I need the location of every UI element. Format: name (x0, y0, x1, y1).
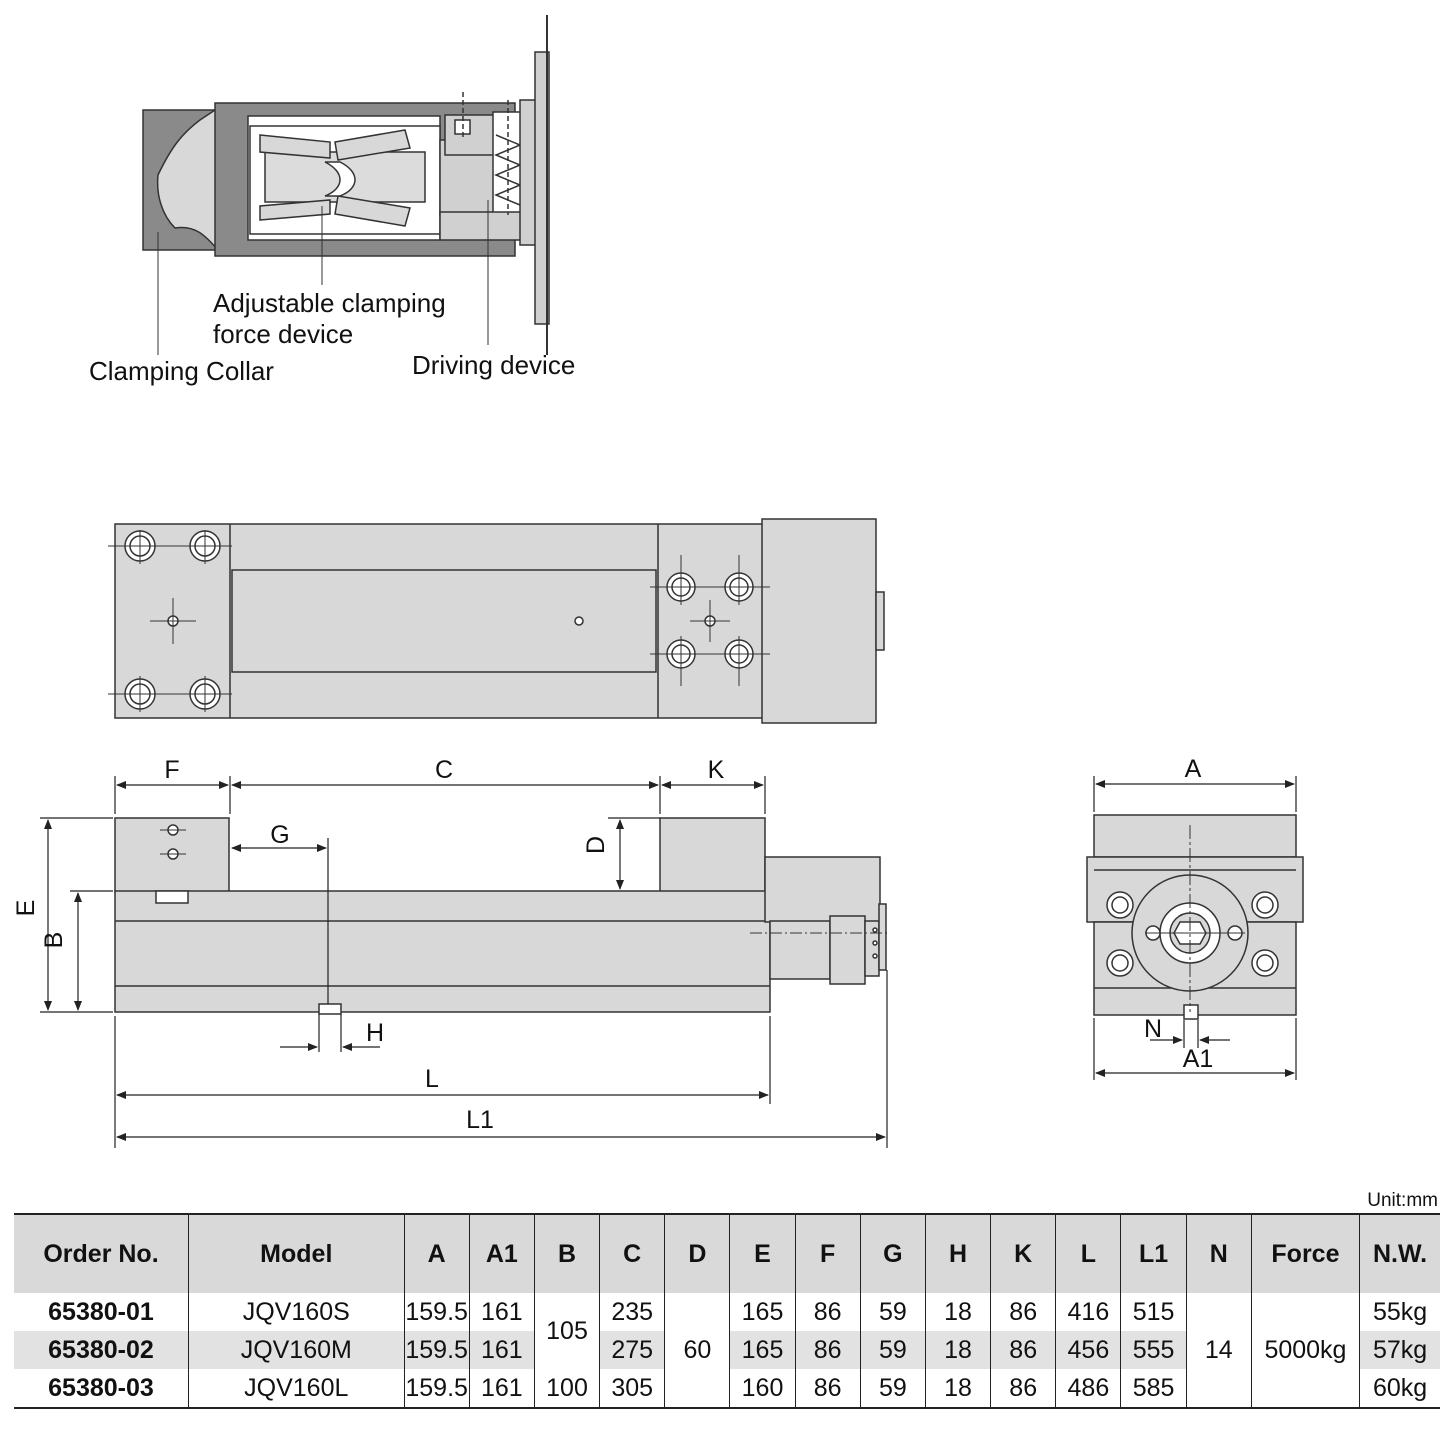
dim-F: F (164, 756, 179, 784)
cell-nw: 60kg (1359, 1369, 1440, 1408)
table-row: 65380-01 JQV160S 159.5 161 105 235 60 16… (14, 1293, 1440, 1408)
cell-L1: 555 (1120, 1331, 1187, 1369)
dimension-lines (40, 776, 1297, 1148)
dimension-labels: F C K G D E B H L L1 A N A1 (12, 755, 1213, 1134)
cell-K: 86 (990, 1369, 1057, 1408)
cell-E: 165 (729, 1293, 796, 1331)
dim-K: K (708, 756, 725, 784)
dim-L1: L1 (466, 1106, 494, 1134)
cell-E: 165 (729, 1331, 796, 1369)
cell-model: JQV160S (187, 1293, 405, 1331)
cell-B: 100 (533, 1369, 601, 1408)
section-view (142, 15, 550, 355)
header-H: H (924, 1214, 992, 1293)
cell-A: 159.5 (403, 1331, 470, 1369)
header-E: E (729, 1214, 796, 1293)
cell-A1: 161 (468, 1331, 535, 1369)
cell-A: 159.5 (403, 1369, 470, 1408)
cell-order: 65380-02 (14, 1331, 189, 1369)
table-row: 65380-02 JQV160M 159.5 161 275 165 86 59… (14, 1331, 1440, 1369)
cell-L: 486 (1055, 1369, 1122, 1408)
table-header-row: Order No. Model A A1 B C D E F G H K L L… (14, 1214, 1440, 1293)
cell-N-merged: 14 (1185, 1293, 1252, 1408)
dim-D: D (582, 836, 610, 854)
header-L: L (1055, 1214, 1122, 1293)
cell-A1: 161 (468, 1369, 535, 1408)
cell-order: 65380-01 (14, 1293, 189, 1331)
header-C: C (599, 1214, 666, 1293)
cell-A1: 161 (468, 1293, 535, 1331)
cell-C: 235 (599, 1293, 666, 1331)
header-D: D (664, 1214, 731, 1293)
spec-table: Order No. Model A A1 B C D E F G H K L L… (14, 1213, 1440, 1409)
cell-C: 305 (599, 1369, 666, 1408)
cell-H: 18 (924, 1293, 992, 1331)
dim-C: C (435, 756, 453, 784)
dim-A1: A1 (1183, 1045, 1214, 1073)
header-A1: A1 (468, 1214, 535, 1293)
dim-L: L (425, 1065, 439, 1093)
dim-A: A (1185, 755, 1202, 783)
cell-order: 65380-03 (14, 1369, 189, 1408)
cell-force-merged: 5000kg (1250, 1293, 1361, 1408)
cell-H: 18 (924, 1331, 992, 1369)
dim-G: G (270, 821, 289, 849)
header-force: Force (1250, 1214, 1361, 1293)
end-view (1086, 814, 1304, 1020)
label-clamping-collar: Clamping Collar (89, 356, 274, 386)
cell-nw: 57kg (1359, 1331, 1440, 1369)
cell-H: 18 (924, 1369, 992, 1408)
header-A: A (403, 1214, 470, 1293)
cell-A: 159.5 (403, 1293, 470, 1331)
cell-G: 59 (859, 1369, 926, 1408)
table-row: 65380-03 JQV160L 159.5 161 100 305 160 8… (14, 1369, 1440, 1408)
cell-L1: 585 (1120, 1369, 1187, 1408)
cell-L: 416 (1055, 1293, 1122, 1331)
header-model: Model (187, 1214, 405, 1293)
cell-model: JQV160L (187, 1369, 405, 1408)
header-G: G (859, 1214, 926, 1293)
header-K: K (990, 1214, 1057, 1293)
header-N: N (1185, 1214, 1252, 1293)
header-L1: L1 (1120, 1214, 1187, 1293)
cell-K: 86 (990, 1293, 1057, 1331)
cell-E: 160 (729, 1369, 796, 1408)
header-nw: N.W. (1359, 1214, 1440, 1293)
cell-F: 86 (794, 1331, 861, 1369)
unit-label: Unit:mm (1367, 1190, 1438, 1211)
label-adjustable-line2: force device (213, 319, 353, 349)
header-order-no: Order No. (14, 1214, 189, 1293)
header-F: F (794, 1214, 861, 1293)
cell-G: 59 (859, 1293, 926, 1331)
dim-H: H (366, 1019, 384, 1047)
label-adjustable-line1: Adjustable clamping (213, 288, 446, 318)
cell-K: 86 (990, 1331, 1057, 1369)
cell-B-merged: 105 (533, 1293, 601, 1369)
cell-nw: 55kg (1359, 1293, 1440, 1331)
dim-B: B (40, 932, 68, 949)
cell-C: 275 (599, 1331, 666, 1369)
cell-model: JQV160M (187, 1331, 405, 1369)
top-view (108, 518, 885, 724)
cell-D-merged: 60 (664, 1293, 731, 1408)
side-view (114, 817, 890, 1015)
dim-E: E (12, 900, 40, 917)
cell-L1: 515 (1120, 1293, 1187, 1331)
cell-F: 86 (794, 1293, 861, 1331)
cell-G: 59 (859, 1331, 926, 1369)
dim-N: N (1144, 1015, 1162, 1043)
cell-L: 456 (1055, 1331, 1122, 1369)
header-B: B (533, 1214, 601, 1293)
cell-F: 86 (794, 1369, 861, 1408)
technical-drawing: Adjustable clamping force device Clampin… (12, 15, 1304, 1148)
label-driving-device: Driving device (412, 350, 575, 380)
